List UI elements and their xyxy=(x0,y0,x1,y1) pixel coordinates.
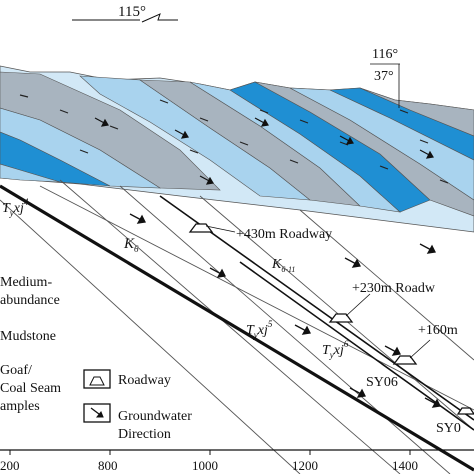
x-tick-1200: 1200 xyxy=(292,458,318,473)
dip-lines xyxy=(0,179,474,474)
legend-medium-line2: abundance xyxy=(0,293,60,308)
legend-roadway-icon xyxy=(89,376,105,386)
stratum-tyxj4-label: Tyxj4 xyxy=(2,197,29,218)
coal-seam-k11 xyxy=(159,195,474,431)
groundwater-arrows-upper xyxy=(94,117,434,185)
roadway-430-label: +430m Roadway xyxy=(236,227,332,242)
groundwater-arrows-lower xyxy=(129,213,441,408)
x-tick-1400: 1400 xyxy=(392,458,418,473)
x-tick-200: 200 xyxy=(0,458,20,473)
stratum-k6-label: K6 xyxy=(123,236,139,254)
legend-groundwater-line2: Direction xyxy=(118,427,171,442)
coal-seam-k6 xyxy=(0,184,474,472)
legend-mudstone: Mudstone xyxy=(0,329,56,344)
x-tick-800: 800 xyxy=(98,458,118,473)
legend-roadway: Roadway xyxy=(118,373,171,388)
bearing-label: 115° xyxy=(118,4,146,20)
strike-label: 116° xyxy=(372,47,398,62)
roadway-160-label: +160m xyxy=(418,323,458,338)
legend-groundwater-line1: Groundwater xyxy=(118,409,192,424)
sample-sy0-label: SY0 xyxy=(436,421,461,436)
stratum-k11-label: K6-11 xyxy=(271,257,295,274)
roadway-markers xyxy=(188,223,474,415)
legend: Medium- abundance Mudstone Goaf/ Coal Se… xyxy=(0,275,192,442)
sample-sy06-label: SY06 xyxy=(366,375,398,390)
legend-goaf-line2: Coal Seam xyxy=(0,381,61,396)
x-tick-1000: 1000 xyxy=(192,458,218,473)
stratum-tyxj5-label: Tyxj5 xyxy=(246,319,273,340)
roadway-230-label: +230m Roadw xyxy=(352,281,436,296)
orientation-indicator: 115° 116° 37° xyxy=(72,4,400,108)
x-axis: 200 800 1000 1200 1400 xyxy=(0,449,474,473)
legend-samples: amples xyxy=(0,399,40,414)
stratum-tyxj6-label: Tyxj6 xyxy=(322,339,349,360)
strata-block xyxy=(0,65,474,233)
legend-medium-line1: Medium- xyxy=(0,275,52,290)
mudstone-texture xyxy=(19,94,449,184)
dip-label: 37° xyxy=(374,69,394,84)
legend-goaf-line1: Goaf/ xyxy=(0,363,32,378)
